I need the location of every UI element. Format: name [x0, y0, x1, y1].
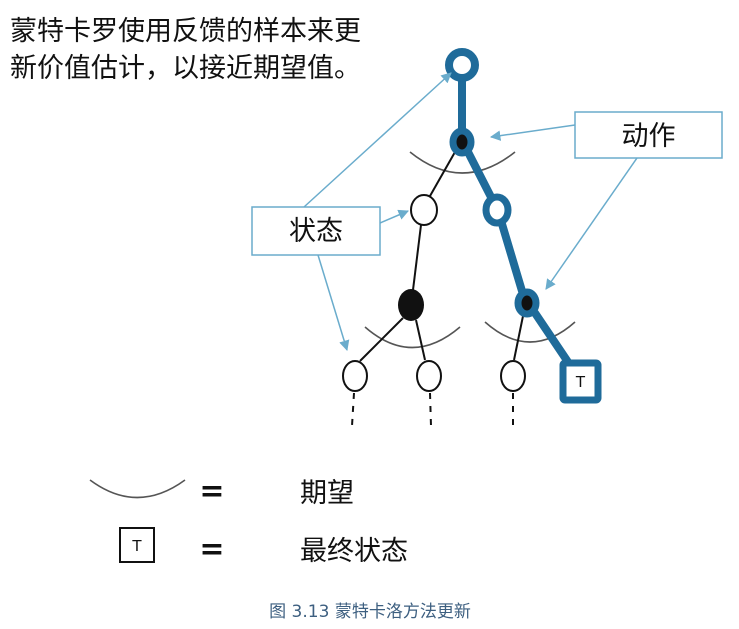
- legend-terminal-label: 最终状态: [300, 536, 408, 567]
- legend-expectation-arc: [89, 479, 186, 499]
- state-callout-pointer-root: [303, 72, 452, 208]
- sampled-state-node: [482, 193, 512, 227]
- sampled-action-node: [514, 288, 540, 318]
- terminal-state-node: [559, 359, 602, 404]
- action-callout-pointer-1: [489, 124, 576, 141]
- sampled-edge-action-to-terminal: [531, 309, 572, 366]
- sampled-edge-action-to-state: [464, 148, 495, 201]
- state-callout-pointer-left: [379, 209, 409, 224]
- leaf-state-node-2: [416, 360, 442, 392]
- sampled-edge-state-to-action: [498, 220, 526, 295]
- state-callout-box: [251, 206, 381, 256]
- dashed-continuation-1: [351, 392, 355, 427]
- edge-left-state-to-left-action: [412, 224, 422, 291]
- edge-left-action-to-leaf-1: [359, 317, 404, 362]
- dashed-continuation-2: [429, 392, 432, 427]
- leaf-state-node-3: [500, 360, 526, 392]
- legend-terminal-square: [119, 527, 155, 563]
- edge-action-to-left-state: [429, 151, 456, 197]
- left-action-node: [398, 289, 424, 321]
- figure-caption: 图 3.13 蒙特卡洛方法更新: [269, 602, 471, 622]
- state-callout-pointer-leaf: [317, 254, 350, 352]
- edge-right-action-to-leaf-3: [513, 315, 524, 361]
- action-callout-box: [574, 111, 723, 159]
- legend-terminal-marker: T: [131, 537, 142, 555]
- expectation-arc-root: [409, 151, 516, 174]
- edge-left-action-to-leaf-2: [415, 319, 426, 361]
- heading-line-2: 新价值估计，以接近期望值。: [10, 53, 361, 84]
- legend-terminal-equals: =: [199, 532, 224, 567]
- root-action-node: [449, 127, 475, 157]
- state-callout-label: 状态: [289, 216, 343, 247]
- action-callout-pointer-2: [545, 157, 638, 290]
- expectation-arc-left: [364, 326, 461, 349]
- action-callout-label: 动作: [622, 121, 676, 152]
- expectation-arc-right: [484, 321, 576, 343]
- heading-line-1: 蒙特卡罗使用反馈的样本来更: [10, 16, 361, 47]
- legend-expectation-equals: =: [199, 474, 224, 509]
- left-state-node: [410, 194, 438, 226]
- legend-expectation-label: 期望: [300, 478, 354, 509]
- root-state-node: [445, 48, 479, 82]
- terminal-node-label: T: [575, 373, 586, 391]
- leaf-state-node-1: [342, 360, 368, 392]
